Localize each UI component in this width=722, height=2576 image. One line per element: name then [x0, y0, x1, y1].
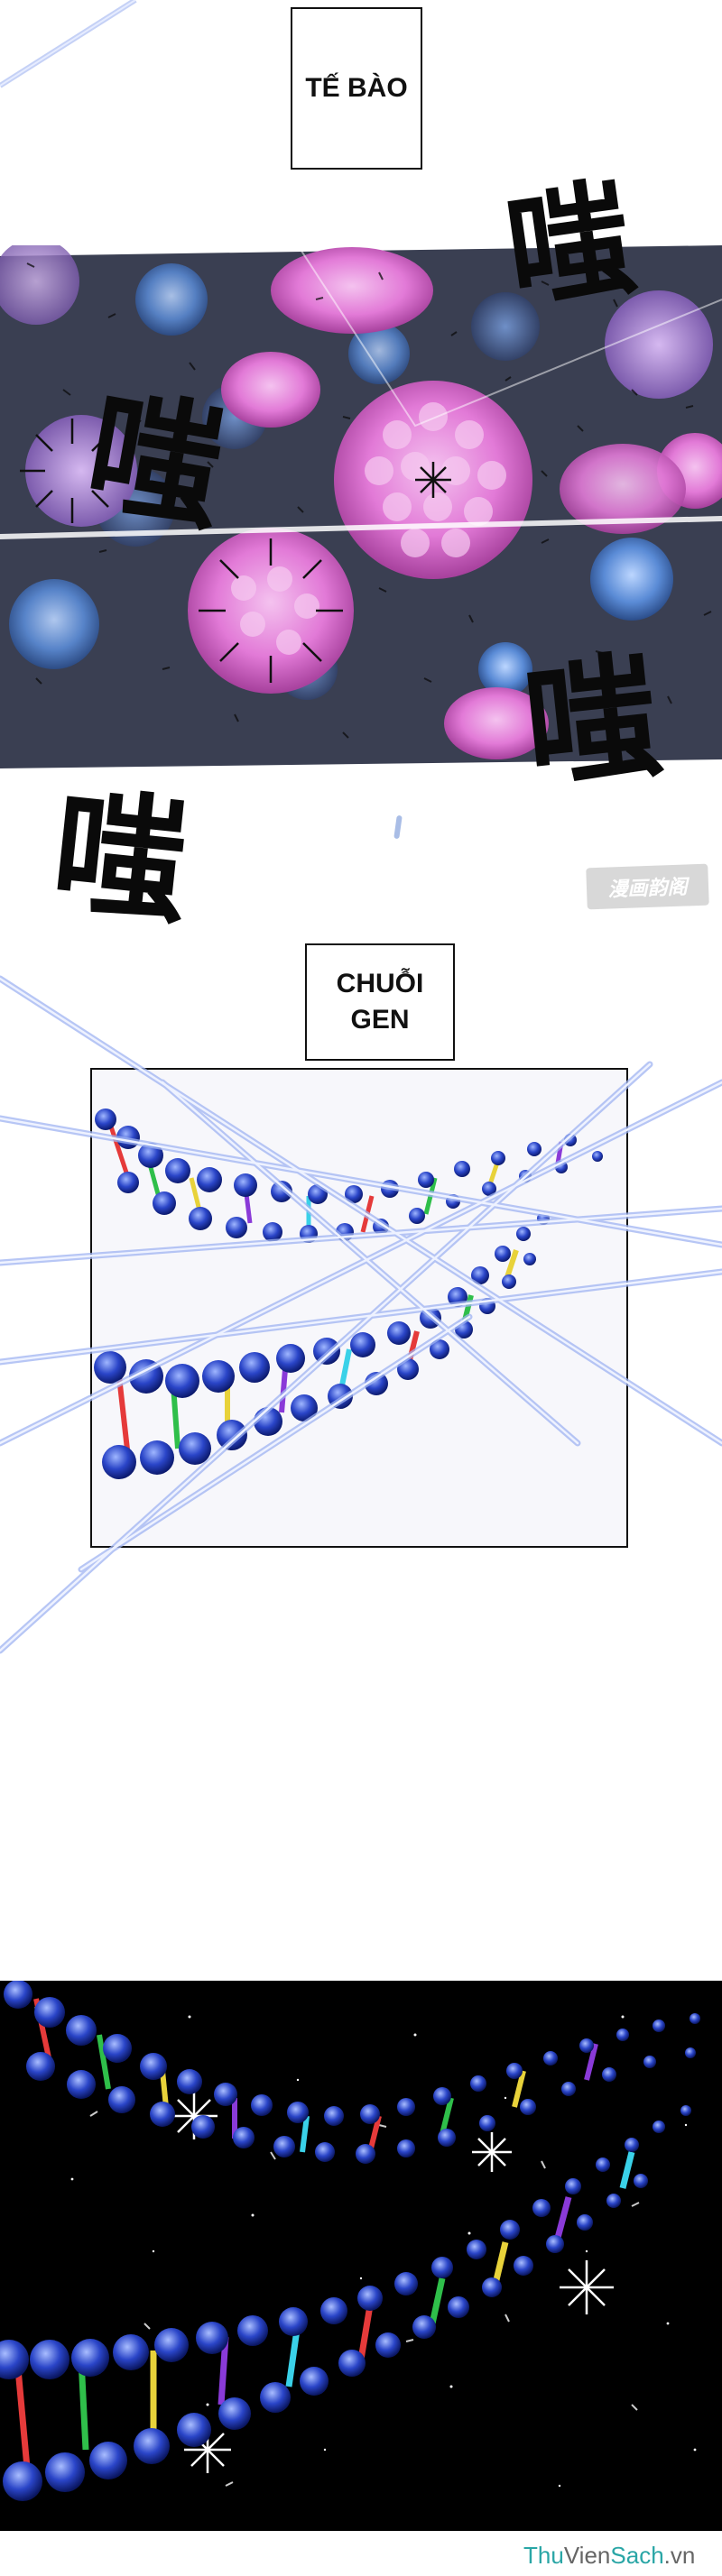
- publisher-watermark-text: 漫画韵阁: [607, 876, 688, 902]
- site-watermark-part1: Thu: [523, 2542, 564, 2569]
- dna-night-panel: [0, 1981, 722, 2531]
- caption-cell-text: TẾ BÀO: [305, 72, 408, 103]
- laser-beam-top-left: [0, 0, 722, 108]
- caption-gene: CHUỖI GEN: [305, 943, 455, 1061]
- sfx-hiss-2-text: 嗤: [75, 371, 234, 551]
- site-watermark-part3: Sach: [610, 2542, 664, 2569]
- caption-gene-line1: CHUỖI: [336, 968, 424, 998]
- sfx-hiss-4-text: 嗤: [44, 771, 193, 944]
- sfx-hiss-3-text: 嗤: [516, 636, 665, 809]
- cell-panel: [0, 245, 722, 768]
- sfx-hiss-1: 嗤: [494, 137, 641, 335]
- laser-beams: [0, 974, 722, 1750]
- site-watermark-tld: .vn: [663, 2542, 696, 2569]
- cell-illustration: [0, 245, 722, 768]
- stray-mark: [393, 814, 403, 840]
- dna-night-illustration: [0, 1981, 700, 2501]
- site-watermark: ThuVienSach.vn: [523, 2542, 695, 2570]
- site-watermark-part2: Vien: [563, 2542, 611, 2569]
- caption-cell: TẾ BÀO: [291, 7, 422, 170]
- publisher-watermark: 漫画韵阁: [586, 863, 709, 910]
- sfx-hiss-1-text: 嗤: [496, 164, 640, 328]
- caption-gene-line2: GEN: [350, 1005, 410, 1035]
- sfx-hiss-3: 嗤: [514, 607, 665, 815]
- sfx-hiss-4: 嗤: [44, 742, 196, 951]
